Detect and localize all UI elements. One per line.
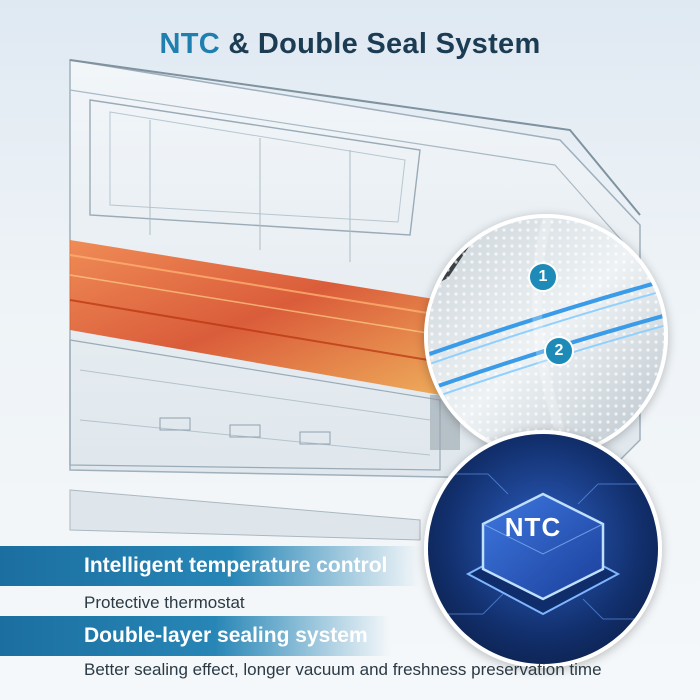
feature-heading-sealing: Double-layer sealing system (0, 616, 390, 656)
double-seal-closeup (424, 214, 668, 458)
page-title: NTC & Double Seal System (0, 26, 700, 62)
title-accent: NTC (159, 28, 220, 60)
seal-badge-2: 2 (544, 336, 574, 366)
feature-description-temperature: Protective thermostat (84, 593, 245, 612)
feature-heading-temperature: Intelligent temperature control (0, 546, 420, 586)
seal-badge-1: 1 (528, 262, 558, 292)
title-rest: & Double Seal System (228, 28, 541, 60)
ntc-chip-closeup (424, 430, 662, 668)
seal-texture (428, 218, 664, 454)
chip-icon (428, 434, 658, 664)
ntc-chip-label: NTC (504, 512, 562, 542)
feature-description-sealing: Better sealing effect, longer vacuum and… (84, 660, 602, 679)
